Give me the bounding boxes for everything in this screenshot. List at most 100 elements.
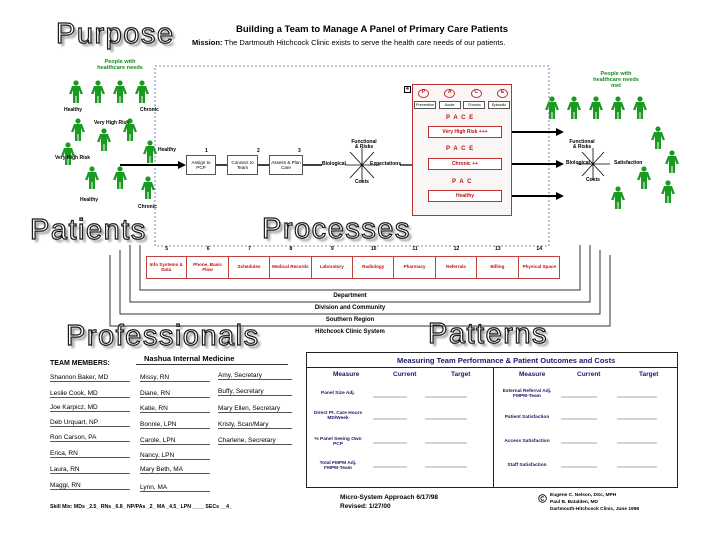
process-number: 14 <box>536 246 542 252</box>
process-billing: Billing <box>477 257 519 278</box>
pace-letter: A <box>444 89 456 98</box>
pace-letter-row: P A C E <box>418 89 508 98</box>
people-needs-met-title: People with healthcare needs met <box>593 71 639 89</box>
performance-title-rule <box>307 367 677 368</box>
patient-figure-icon <box>651 126 665 149</box>
patient-figure-icon <box>91 80 105 103</box>
patient-figure-icon <box>71 118 85 141</box>
pace-sub-box: Episodic <box>487 101 510 109</box>
team-member: Ron Carson, PA <box>50 434 130 442</box>
patient-figure-icon <box>637 166 651 189</box>
process-number: 13 <box>495 246 501 252</box>
chronic-box: Chronic ++ <box>428 158 502 170</box>
team-member: Mary Beth, MA <box>140 466 210 474</box>
healthy-box: Healthy <box>428 190 502 202</box>
team-member: Mary Ellen, Secretary <box>218 405 292 413</box>
measure-header: Measure <box>333 371 360 378</box>
costs-label: Costs <box>355 179 369 185</box>
pace-heading: P A C E <box>446 115 475 121</box>
measure-lines <box>373 396 657 468</box>
functional-risks-label: Functional & Risks <box>351 139 377 151</box>
pace-letter: E <box>496 89 508 98</box>
healthy-label: Healthy <box>80 197 99 203</box>
process-number: 8 <box>289 246 293 252</box>
patient-figure-icon <box>661 180 675 203</box>
measure-item: Patient Satisfaction <box>504 415 550 420</box>
team-member: Carole, LPN <box>140 437 210 445</box>
team-member: Shannon Baker, MD <box>50 374 130 382</box>
team-member: Charlene, Secretary <box>218 437 292 445</box>
patient-figure-icon <box>589 96 603 119</box>
process-number-row: 5 6 7 8 9 10 11 12 13 14 <box>146 246 560 252</box>
pace-sub-box: Acute <box>438 101 461 109</box>
patient-figure-icon <box>141 176 155 199</box>
process-medical-records: Medical Records <box>270 257 312 278</box>
functional-risks-label: Functional & Risks <box>569 139 595 151</box>
measure-header: Measure <box>519 371 546 378</box>
patient-figure-icon <box>665 150 679 173</box>
patient-figure-icon <box>113 80 127 103</box>
process-schedules: Schedules <box>229 257 271 278</box>
team-member: Laura, RN <box>50 466 130 474</box>
patient-figure-icon <box>69 80 83 103</box>
skill-mix: Skill Mix: MDs _2.5_ RNs _6.8_ NP/PAs _2… <box>50 504 232 510</box>
performance-title: Measuring Team Performance & Patient Out… <box>397 356 616 365</box>
target-header: Target <box>639 371 659 378</box>
credit-line: Dartmouth-Hitchcock Clinic, June 1998 <box>550 507 640 512</box>
patient-figure-icon <box>611 96 625 119</box>
approach-date: Micro-System Approach 6/17/98 <box>340 494 439 501</box>
mission-statement: Mission: The Dartmouth Hitchcock Clinic … <box>192 38 552 47</box>
pace-sub-box: Chronic <box>463 101 486 109</box>
biological-label: Biological <box>322 161 346 167</box>
team-member: Kristy, Scan/Mary <box>218 421 292 429</box>
process-number: 9 <box>330 246 334 252</box>
healthy-label: Healthy <box>158 147 177 153</box>
patient-figure-icon <box>135 80 149 103</box>
process-strip <box>146 256 560 279</box>
current-header: Current <box>577 371 601 378</box>
pace-number: 4 <box>404 86 411 94</box>
patient-figure-icon <box>545 96 559 119</box>
process-number: 11 <box>412 246 418 252</box>
credit-line: Eugene C. Nelson, DSc, MPH <box>550 493 617 498</box>
mission-label: Mission: <box>192 38 223 47</box>
very-high-risk-label: Very High Risk <box>55 155 91 161</box>
process-referrals: Referrals <box>436 257 478 278</box>
performance-center-divider <box>493 367 494 487</box>
process-info-systems: Info Systems & Data <box>146 257 188 278</box>
revised-date: Revised: 1/27/00 <box>340 503 391 510</box>
pace-sub-row: Prevention Acute Chronic Episodic <box>414 101 510 109</box>
biological-label: Biological <box>566 160 590 166</box>
expectations-label: Expectations <box>370 161 402 167</box>
current-header: Current <box>393 371 417 378</box>
team-member: Maggi, RN <box>50 482 130 490</box>
measure-item: Direct Pt. Care Hours MD/Week <box>313 411 363 422</box>
patient-figure-icon <box>123 118 137 141</box>
satisfaction-label: Satisfaction <box>614 160 643 166</box>
team-member: Joe Karpicz, MD <box>50 404 130 412</box>
layer-division: Division and Community <box>314 305 386 311</box>
assign-to-pcp-box: Assign to PCP <box>186 155 216 175</box>
measure-item: Access Satisfaction <box>504 439 550 444</box>
layer-department: Department <box>333 293 367 299</box>
team-member: Buffy, Secretary <box>218 388 292 396</box>
healthy-label: Healthy <box>64 107 83 113</box>
team-member: Erica, RN <box>50 450 130 458</box>
processes-label: Processes <box>261 213 411 245</box>
step-number: 1 <box>205 148 208 154</box>
measure-item: % Panel Seeing Own PCP <box>314 437 362 448</box>
patients-label: Patients <box>29 214 147 246</box>
measure-item: Total FMPM Adj. FMPM-Team <box>319 461 357 472</box>
pace-sub-box: Prevention <box>414 101 436 109</box>
process-number: 5 <box>165 246 169 252</box>
process-physical-space: Physical Space <box>522 264 557 270</box>
process-radiology: Radiology <box>353 257 395 278</box>
team-member: Amy, Secretary <box>218 372 292 380</box>
measure-item: External Referral Adj. FMPM-Team <box>502 389 552 400</box>
costs-label: Costs <box>586 177 600 183</box>
title-block: Building a Team to Manage A Panel of Pri… <box>192 24 552 47</box>
team-member: Katie, RN <box>140 405 210 413</box>
team-member: Missy, RN <box>140 374 210 382</box>
patient-figure-icon <box>61 142 75 165</box>
patterns-label: Patterns <box>427 318 548 350</box>
